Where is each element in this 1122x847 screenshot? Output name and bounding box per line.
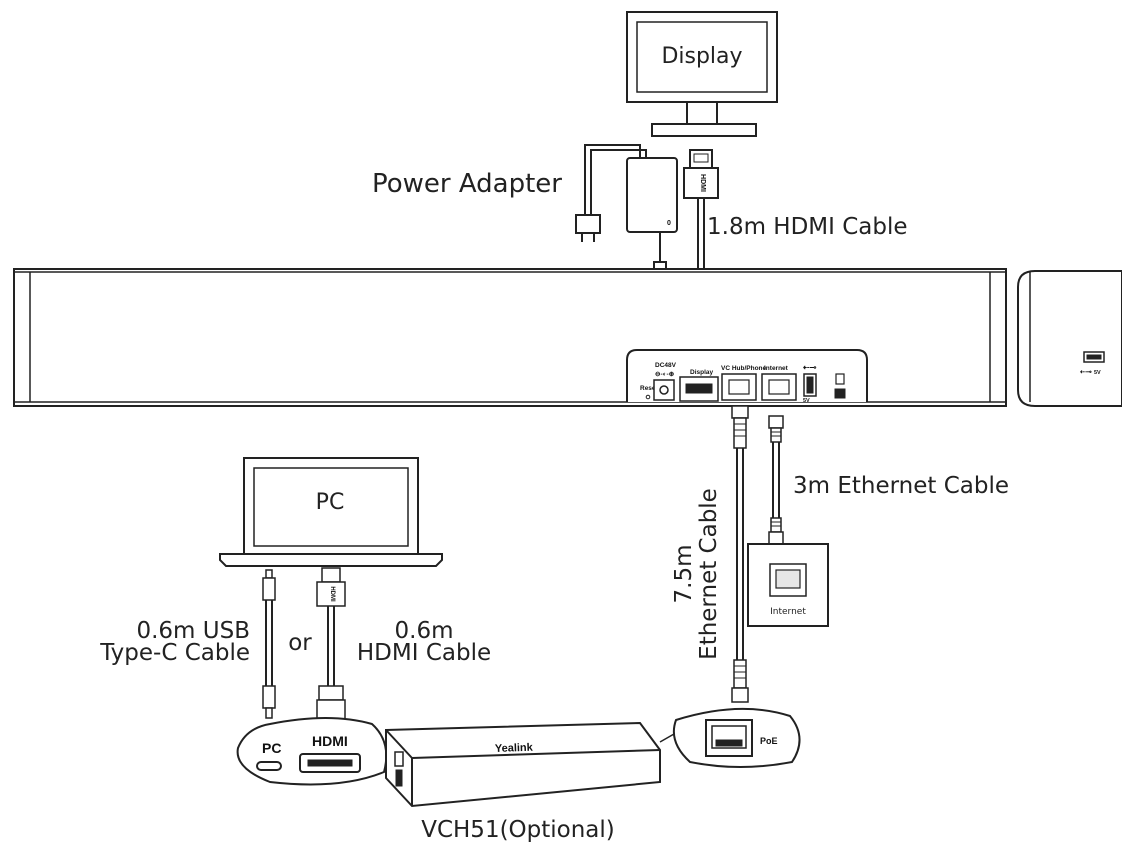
video-bar-side-view: ⇠⊸ 5V (1017, 270, 1122, 407)
svg-text:⇠⊸: ⇠⊸ (803, 363, 817, 372)
laptop-pc: PC (219, 457, 443, 567)
internet-wall-jack: Internet (747, 543, 829, 627)
hdmi-port-label: HDMI (312, 733, 348, 749)
display-label: Display (661, 44, 742, 69)
hdmi-cable-0-6m: HDMI 0.6m HDMI Cable (316, 567, 491, 723)
internet-port-label: Internet (764, 365, 789, 372)
hdmi-0-6m-line2: HDMI Cable (357, 640, 491, 666)
svg-text:0: 0 (667, 220, 671, 227)
vch51-hub: PC HDMI Yealink PoE VCH51(Optional) (236, 707, 801, 843)
svg-text:HDMI: HDMI (329, 586, 335, 602)
svg-text:⇠⊸: ⇠⊸ (1080, 369, 1092, 376)
svg-text:⊖-◐-⊕: ⊖-◐-⊕ (655, 371, 675, 378)
hdmi-1-8m-label: 1.8m HDMI Cable (707, 214, 908, 240)
ethernet-3m-label: 3m Ethernet Cable (793, 473, 1009, 499)
poe-port-label: PoE (760, 736, 778, 746)
internet-jack-label: Internet (770, 607, 806, 617)
display-monitor: Display (626, 11, 778, 137)
pc-port-label: PC (262, 740, 281, 756)
ethernet-cable-3m: 3m Ethernet Cable (768, 415, 1009, 545)
vc-hub-port-label: VC Hub/Phone (721, 365, 767, 372)
usb-port-label: 5V (803, 398, 810, 404)
ethernet-7-5m-line2: Ethernet Cable (696, 488, 722, 660)
ethernet-7-5m-line1: 7.5m (671, 545, 697, 604)
dc-port-label: DC48V (655, 362, 677, 369)
usb-cable-line2: Type-C Cable (99, 640, 250, 666)
vch51-label: VCH51(Optional) (421, 817, 615, 843)
side-usb-label: 5V (1094, 370, 1101, 376)
video-bar: Reset DC48V ⊖-◐-⊕ Display VC Hub/Phone I… (13, 268, 1007, 407)
display-port-label: Display (690, 369, 714, 376)
reset-port-label: Reset (640, 385, 659, 392)
hdmi-0-6m-line1: 0.6m (395, 618, 454, 644)
or-label: or (288, 630, 312, 656)
pc-label: PC (316, 490, 345, 515)
power-adapter-label: Power Adapter (372, 169, 562, 199)
usb-cable-line1: 0.6m USB (136, 618, 250, 644)
ethernet-cable-7-5m: 7.5m Ethernet Cable (671, 405, 749, 703)
brand-label: Yealink (495, 742, 534, 755)
usb-c-cable: 0.6m USB Type-C Cable (99, 569, 276, 719)
hdmi-plug-label: HDMI (699, 174, 706, 192)
